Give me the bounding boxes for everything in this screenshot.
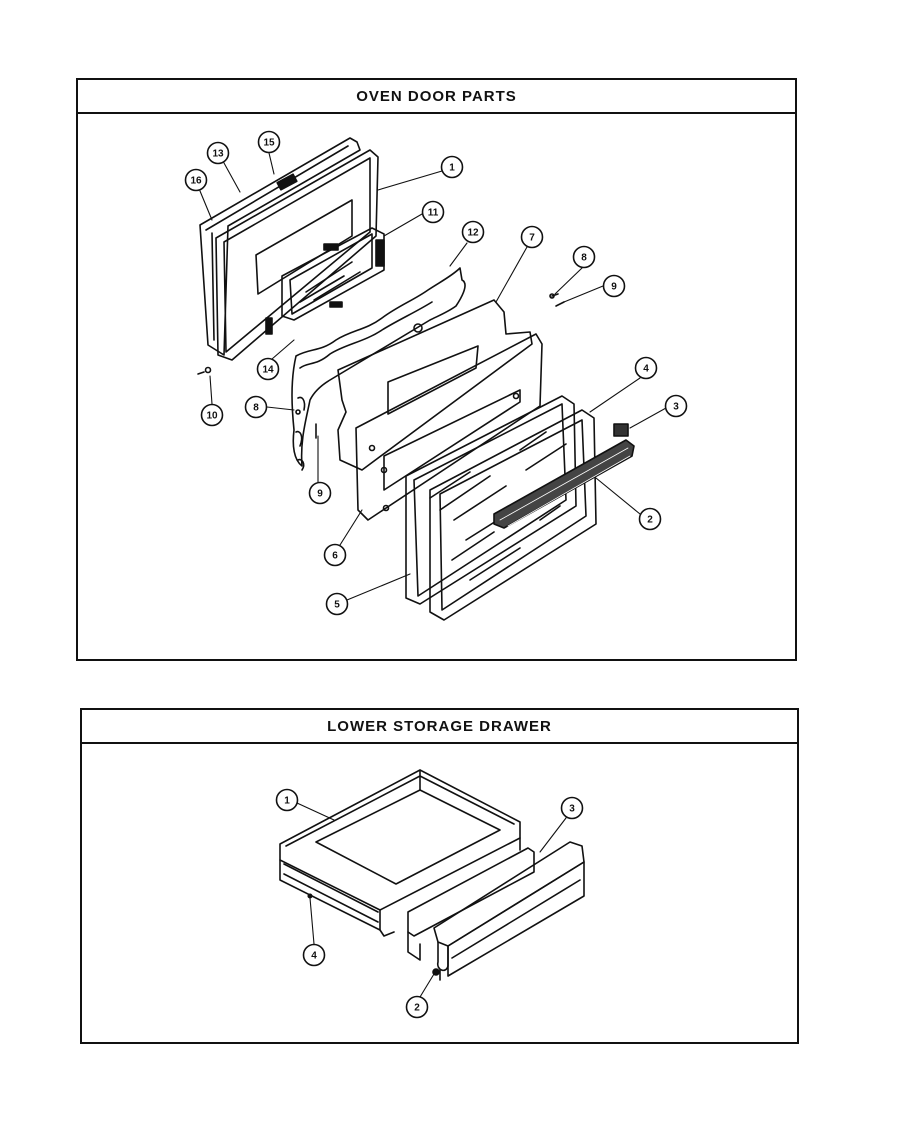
drawer-leader-lines	[296, 802, 567, 998]
oven-callout-2: 2	[638, 507, 662, 531]
callout-number: 9	[611, 282, 617, 293]
lower-storage-drawer-header: LOWER STORAGE DRAWER	[82, 710, 797, 744]
door-inner-frame	[215, 149, 379, 361]
callout-number: 3	[569, 804, 575, 815]
callout-number: 15	[263, 138, 275, 149]
oven-leader-lines	[199, 152, 667, 601]
callout-circle	[602, 274, 626, 298]
drawer-front-panel	[407, 847, 535, 961]
oven-callout-6: 6	[323, 543, 347, 567]
handle-end-cap	[613, 423, 629, 437]
callout-circle	[206, 141, 230, 165]
oven-callout-16: 16	[184, 168, 208, 192]
oven-callout-4: 4	[634, 356, 658, 380]
oven-door-parts-header: OVEN DOOR PARTS	[78, 80, 795, 114]
callout-circle	[421, 200, 445, 224]
oven-callout-8: 8	[572, 245, 596, 269]
callout-circle	[440, 155, 464, 179]
callout-number: 4	[311, 951, 317, 962]
drawer-callout-3: 3	[560, 796, 584, 820]
oven-callout-5: 5	[325, 592, 349, 616]
oven-callout-8: 8	[244, 395, 268, 419]
drawer-callout-4: 4	[302, 943, 326, 967]
callout-number: 13	[212, 149, 224, 160]
callout-circle	[405, 995, 429, 1019]
callout-circle	[257, 130, 281, 154]
drawer-callout-2: 2	[405, 995, 429, 1019]
callout-circle	[200, 403, 224, 427]
callout-number: 4	[643, 364, 649, 375]
callout-circle	[275, 788, 299, 812]
drawer-box	[279, 769, 521, 937]
oven-callout-7: 7	[520, 225, 544, 249]
callout-circle	[461, 220, 485, 244]
callout-number: 16	[190, 176, 202, 187]
callout-circle	[184, 168, 208, 192]
callout-circle	[308, 481, 332, 505]
screws	[197, 293, 565, 439]
oven-callout-14: 14	[256, 357, 280, 381]
oven-callout-9: 9	[308, 481, 332, 505]
oven-callout-12: 12	[461, 220, 485, 244]
inner-door-panel	[337, 299, 533, 471]
callout-number: 9	[317, 489, 323, 500]
door-insulation	[291, 267, 466, 471]
oven-callout-9: 9	[602, 274, 626, 298]
callout-number: 12	[467, 228, 479, 239]
oven-callout-3: 3	[664, 394, 688, 418]
callout-number: 8	[581, 253, 587, 264]
lower-storage-drawer-title: LOWER STORAGE DRAWER	[327, 717, 552, 735]
callout-number: 6	[332, 551, 338, 562]
callout-number: 11	[428, 208, 439, 219]
outer-door-panel	[429, 409, 597, 621]
callout-circle	[560, 796, 584, 820]
oven-callout-13: 13	[206, 141, 230, 165]
callout-number: 2	[414, 1003, 420, 1014]
callout-number: 5	[334, 600, 340, 611]
callout-number: 14	[262, 365, 274, 376]
oven-callout-1: 1	[440, 155, 464, 179]
callout-circle	[323, 543, 347, 567]
callout-circle	[244, 395, 268, 419]
callout-number: 7	[529, 233, 535, 244]
oven-callout-10: 10	[200, 403, 224, 427]
callout-circle	[638, 507, 662, 531]
callout-number: 2	[647, 515, 653, 526]
oven-callout-15: 15	[257, 130, 281, 154]
callout-circle	[634, 356, 658, 380]
callout-number: 8	[253, 403, 259, 414]
callout-number: 1	[449, 163, 455, 174]
callout-circle	[302, 943, 326, 967]
callout-circle	[256, 357, 280, 381]
door-glass-frame	[405, 395, 577, 605]
callout-number: 3	[673, 402, 679, 413]
drawer-front-trim	[432, 841, 585, 981]
inner-glass-panel	[355, 333, 543, 521]
callout-circle	[520, 225, 544, 249]
oven-door-parts-title: OVEN DOOR PARTS	[356, 87, 517, 105]
oven-callout-11: 11	[421, 200, 445, 224]
window-pack	[281, 227, 385, 321]
callout-circle	[325, 592, 349, 616]
callout-circle	[572, 245, 596, 269]
callout-circle	[664, 394, 688, 418]
callout-number: 1	[284, 796, 290, 807]
drawer-callout-1: 1	[275, 788, 299, 812]
lower-storage-drawer-panel: LOWER STORAGE DRAWER	[80, 708, 799, 1044]
door-liner-frame	[199, 137, 361, 356]
callout-number: 10	[206, 411, 218, 422]
door-handle	[493, 439, 635, 529]
